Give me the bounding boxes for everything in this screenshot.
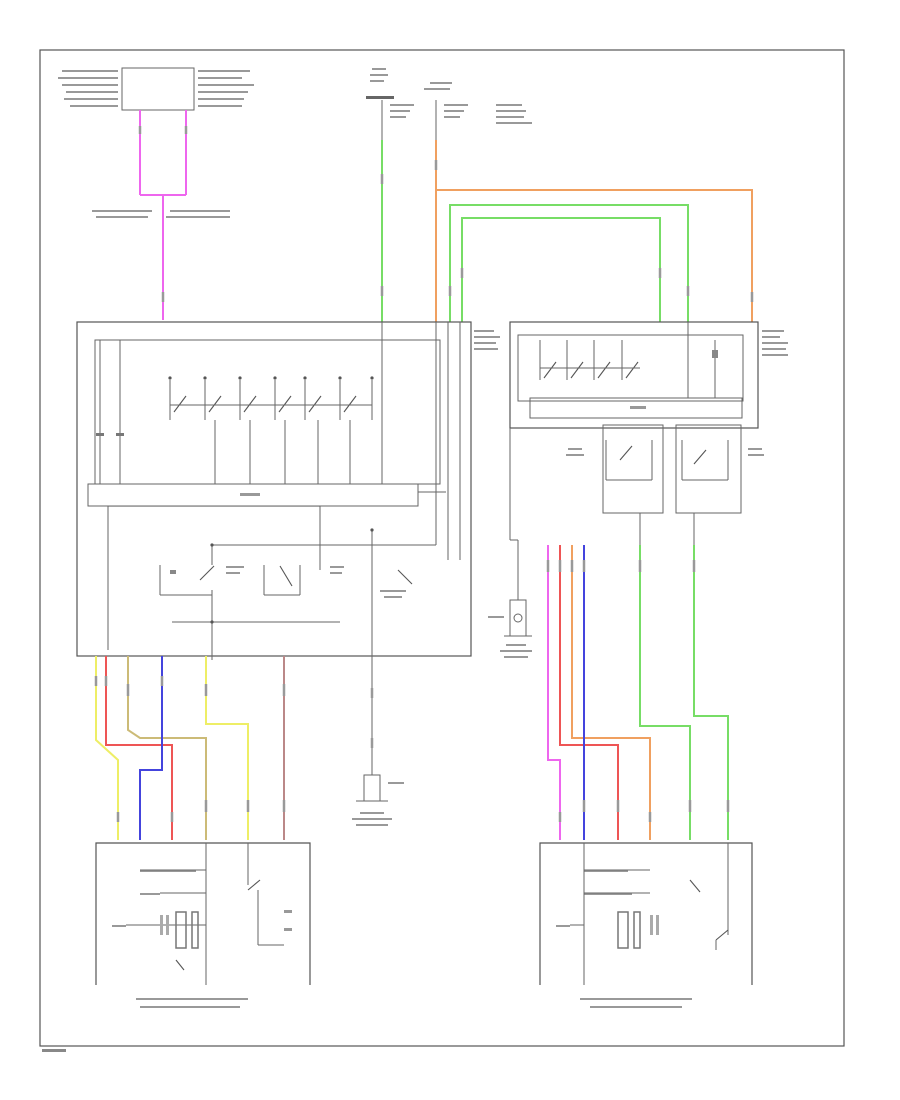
right-main-module xyxy=(509,321,788,600)
right-module-side-label xyxy=(762,330,788,356)
magenta-wire-top xyxy=(139,110,187,320)
right-wire-marks xyxy=(546,560,730,822)
ground-wire-center xyxy=(352,656,404,826)
footer-code xyxy=(42,1049,66,1052)
green-cross-wires xyxy=(449,204,689,322)
diagram-frame xyxy=(39,49,845,1047)
left-power-window-switch xyxy=(95,842,311,1008)
top-left-connector xyxy=(58,67,254,218)
left-main-module xyxy=(76,321,500,660)
left-lower-wires xyxy=(95,656,285,840)
ground-symbol-right xyxy=(488,599,532,658)
magenta-wire-marks xyxy=(138,126,188,302)
left-lower-switches xyxy=(107,322,461,660)
left-switch-bank xyxy=(96,322,383,484)
right-switch-bank xyxy=(539,322,718,398)
right-power-window-switch xyxy=(539,842,753,1008)
right-lower-wires xyxy=(547,545,729,840)
left-module-side-label xyxy=(474,330,500,350)
green-cross-marks xyxy=(448,268,690,296)
left-wire-marks xyxy=(94,676,286,822)
orange-feed-wire xyxy=(435,140,753,322)
right-relays xyxy=(509,424,764,600)
orange-feed-marks xyxy=(434,160,754,302)
fuse-labels-top xyxy=(366,68,532,124)
